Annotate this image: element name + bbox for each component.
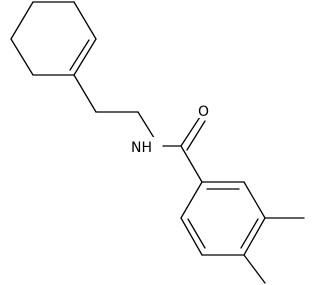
carbonyl-double-bond-inner bbox=[186, 120, 206, 151]
benzene-ring bbox=[180, 181, 266, 256]
chain-bond bbox=[137, 111, 157, 142]
cyclohexene-ring bbox=[10, 1, 97, 76]
oxygen-label-bg bbox=[196, 101, 210, 118]
ring-bond bbox=[243, 217, 266, 256]
ethyl-linker bbox=[73, 74, 157, 142]
chemical-structure-diagram: NH O bbox=[10, 1, 305, 284]
oxygen-label: O bbox=[198, 104, 209, 120]
carbonyl-double-bond bbox=[180, 116, 201, 147]
ring-double-bond-inner bbox=[69, 39, 90, 71]
ring-double-bond-inner bbox=[187, 218, 206, 249]
carbonyl-ring-bond bbox=[180, 145, 203, 183]
ring-bond bbox=[243, 181, 266, 219]
ring-bond bbox=[10, 1, 34, 40]
amide-group bbox=[162, 116, 206, 183]
chain-bond bbox=[73, 74, 97, 113]
nitrogen-label: NH bbox=[131, 140, 152, 156]
nitrogen-label-bg bbox=[129, 137, 159, 155]
methyl-groups bbox=[243, 217, 305, 284]
ring-bond bbox=[10, 38, 34, 76]
ring-bond bbox=[73, 1, 97, 40]
methyl-bond bbox=[243, 254, 266, 284]
ring-double-bond-inner bbox=[240, 218, 259, 249]
ring-double-bond bbox=[73, 38, 97, 76]
ring-bond bbox=[180, 181, 203, 219]
ring-bond bbox=[180, 217, 203, 256]
